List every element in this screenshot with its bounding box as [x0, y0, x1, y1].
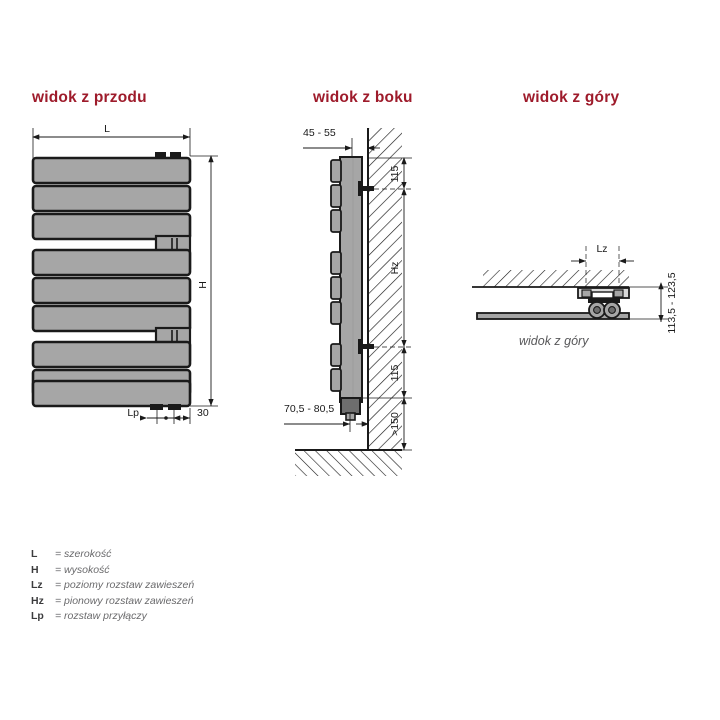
top-bracket-assembly [577, 287, 630, 319]
top-wall [472, 270, 629, 288]
front-top-connectors [155, 152, 181, 158]
front-view-title: widok z przodu [32, 89, 147, 106]
dim-front-lp-label: Lp [127, 407, 139, 419]
front-bar-group-lower [31, 340, 192, 408]
top-radiator-plate [476, 312, 630, 320]
top-view-group: Lz 113,5 - 123,5 [472, 243, 678, 334]
legend-symbol: Lp [31, 610, 44, 622]
side-bottom-connector [340, 397, 361, 421]
dim-side-bottom-offset: 70,5 - 80,5 [284, 403, 369, 432]
dim-side-upper-bracket: 115 [389, 157, 407, 189]
dim-top-depth-range: 113,5 - 123,5 [629, 272, 678, 334]
dim-side-lower-bracket-label: 115 [389, 364, 401, 381]
front-view-group: L [31, 123, 218, 424]
dim-front-width-label: L [104, 123, 110, 135]
dim-side-top-offset: 45 - 55 [303, 127, 380, 158]
top-view-caption: widok z góry [519, 334, 589, 348]
dim-side-hz: Hz [389, 188, 407, 347]
side-tube-ends [330, 159, 342, 392]
front-bar-group-upper [31, 156, 192, 241]
legend-symbol: Hz [31, 594, 44, 607]
legend-item: Lz = poziomy rozstaw zawieszeń [31, 579, 194, 595]
dim-front-depth: 30 [176, 407, 209, 424]
side-wall [367, 128, 402, 450]
dim-front-lp: Lp [127, 407, 181, 424]
dim-side-hz-label: Hz [389, 262, 401, 275]
dim-front-depth-label: 30 [197, 407, 209, 419]
dim-side-bottom-offset-label: 70,5 - 80,5 [284, 403, 334, 415]
dim-side-floor-clearance-label: >150 [389, 412, 401, 436]
front-extension-lines [32, 128, 191, 160]
front-bottom-connectors [150, 404, 181, 410]
top-view-title: widok z góry [523, 89, 620, 106]
dim-top-lz: Lz [571, 243, 634, 288]
side-floor [295, 449, 402, 476]
dim-top-depth-range-label: 113,5 - 123,5 [666, 272, 678, 333]
legend-definition: = rozstaw przyłączy [55, 610, 147, 622]
dim-side-floor-clearance: >150 [389, 397, 407, 450]
legend-symbol: Lz [31, 579, 43, 591]
side-bracket-lower [358, 339, 374, 354]
legend-item: Lp = rozstaw przyłączy [31, 610, 194, 626]
dim-front-height: H [190, 155, 218, 407]
legend-item: Hz = pionowy rozstaw zawieszeń [31, 595, 194, 611]
legend-definition: = poziomy rozstaw zawieszeń [55, 579, 195, 591]
legend-definition: = wysokość [55, 563, 110, 576]
legend-definition: = pionowy rozstaw zawieszeń [55, 594, 194, 607]
side-view-group: 45 - 55 115 Hz 1 [284, 127, 412, 476]
legend: L = szerokość H = wysokość Lz = poziomy … [31, 548, 194, 626]
legend-item: H = wysokość [31, 564, 194, 580]
legend-symbol: H [31, 563, 39, 576]
dim-side-top-offset-label: 45 - 55 [303, 127, 336, 139]
legend-definition: = szerokość [55, 548, 112, 560]
dim-top-lz-label: Lz [596, 243, 607, 255]
front-bar-group-middle [31, 248, 192, 333]
legend-symbol: L [31, 548, 38, 560]
side-view-title: widok z boku [313, 89, 413, 106]
dim-side-upper-bracket-label: 115 [389, 165, 401, 182]
dim-side-lower-bracket: 115 [389, 346, 407, 398]
dim-front-height-label: H [197, 281, 209, 289]
legend-item: L = szerokość [31, 548, 194, 564]
dim-front-width: L [32, 123, 190, 140]
side-bracket-upper [358, 181, 374, 196]
